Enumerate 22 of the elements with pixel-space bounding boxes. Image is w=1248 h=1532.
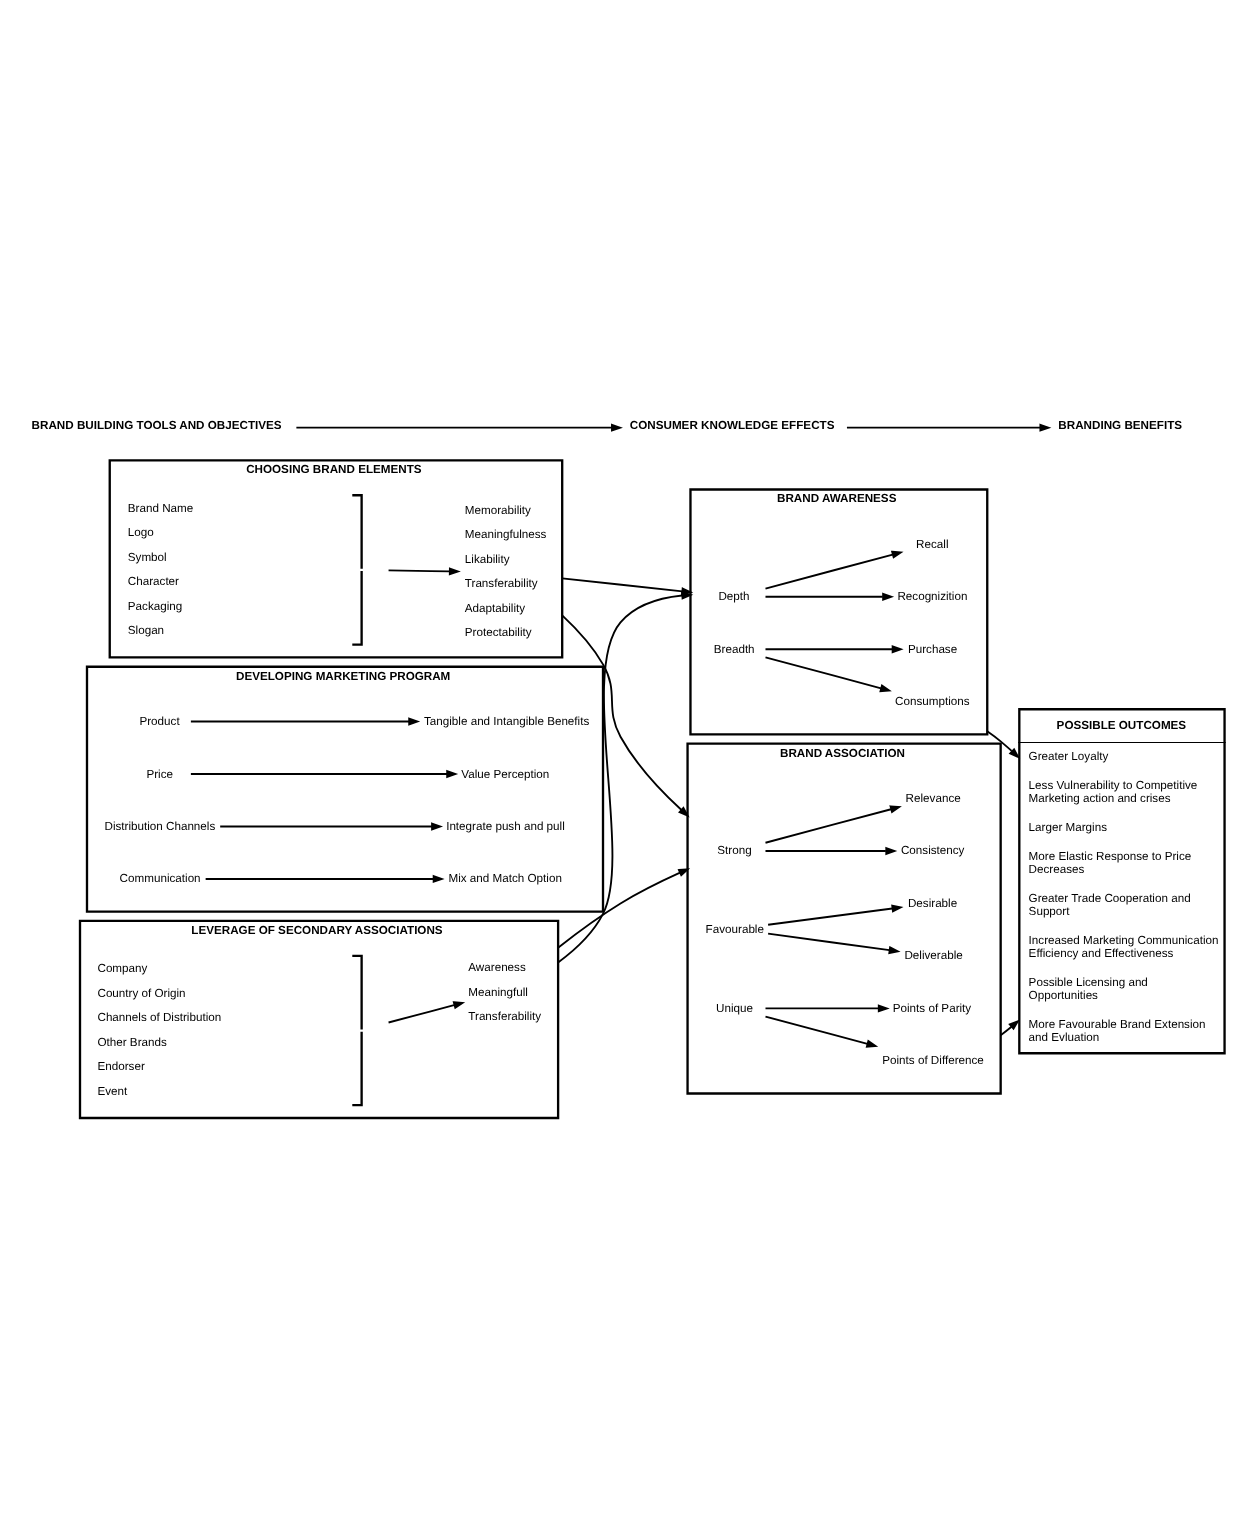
arrow	[764, 644, 904, 653]
arrow	[846, 422, 1052, 431]
arrow	[764, 591, 895, 600]
arrow	[764, 1014, 879, 1047]
arrow	[561, 613, 690, 817]
arrow	[986, 729, 1021, 758]
arrow	[557, 867, 691, 948]
arrow	[764, 655, 892, 692]
arrow	[557, 590, 694, 963]
arrow	[767, 903, 904, 925]
arrow	[387, 1000, 466, 1023]
arrow	[767, 931, 901, 954]
arrow	[204, 873, 445, 883]
arrow	[295, 422, 623, 431]
arrow	[189, 716, 421, 725]
arrow	[189, 768, 459, 778]
arrow	[764, 549, 904, 589]
arrow	[764, 845, 898, 855]
arrow	[764, 1003, 890, 1012]
arrow	[219, 821, 444, 830]
arrow	[764, 804, 902, 843]
arrow	[387, 566, 461, 575]
